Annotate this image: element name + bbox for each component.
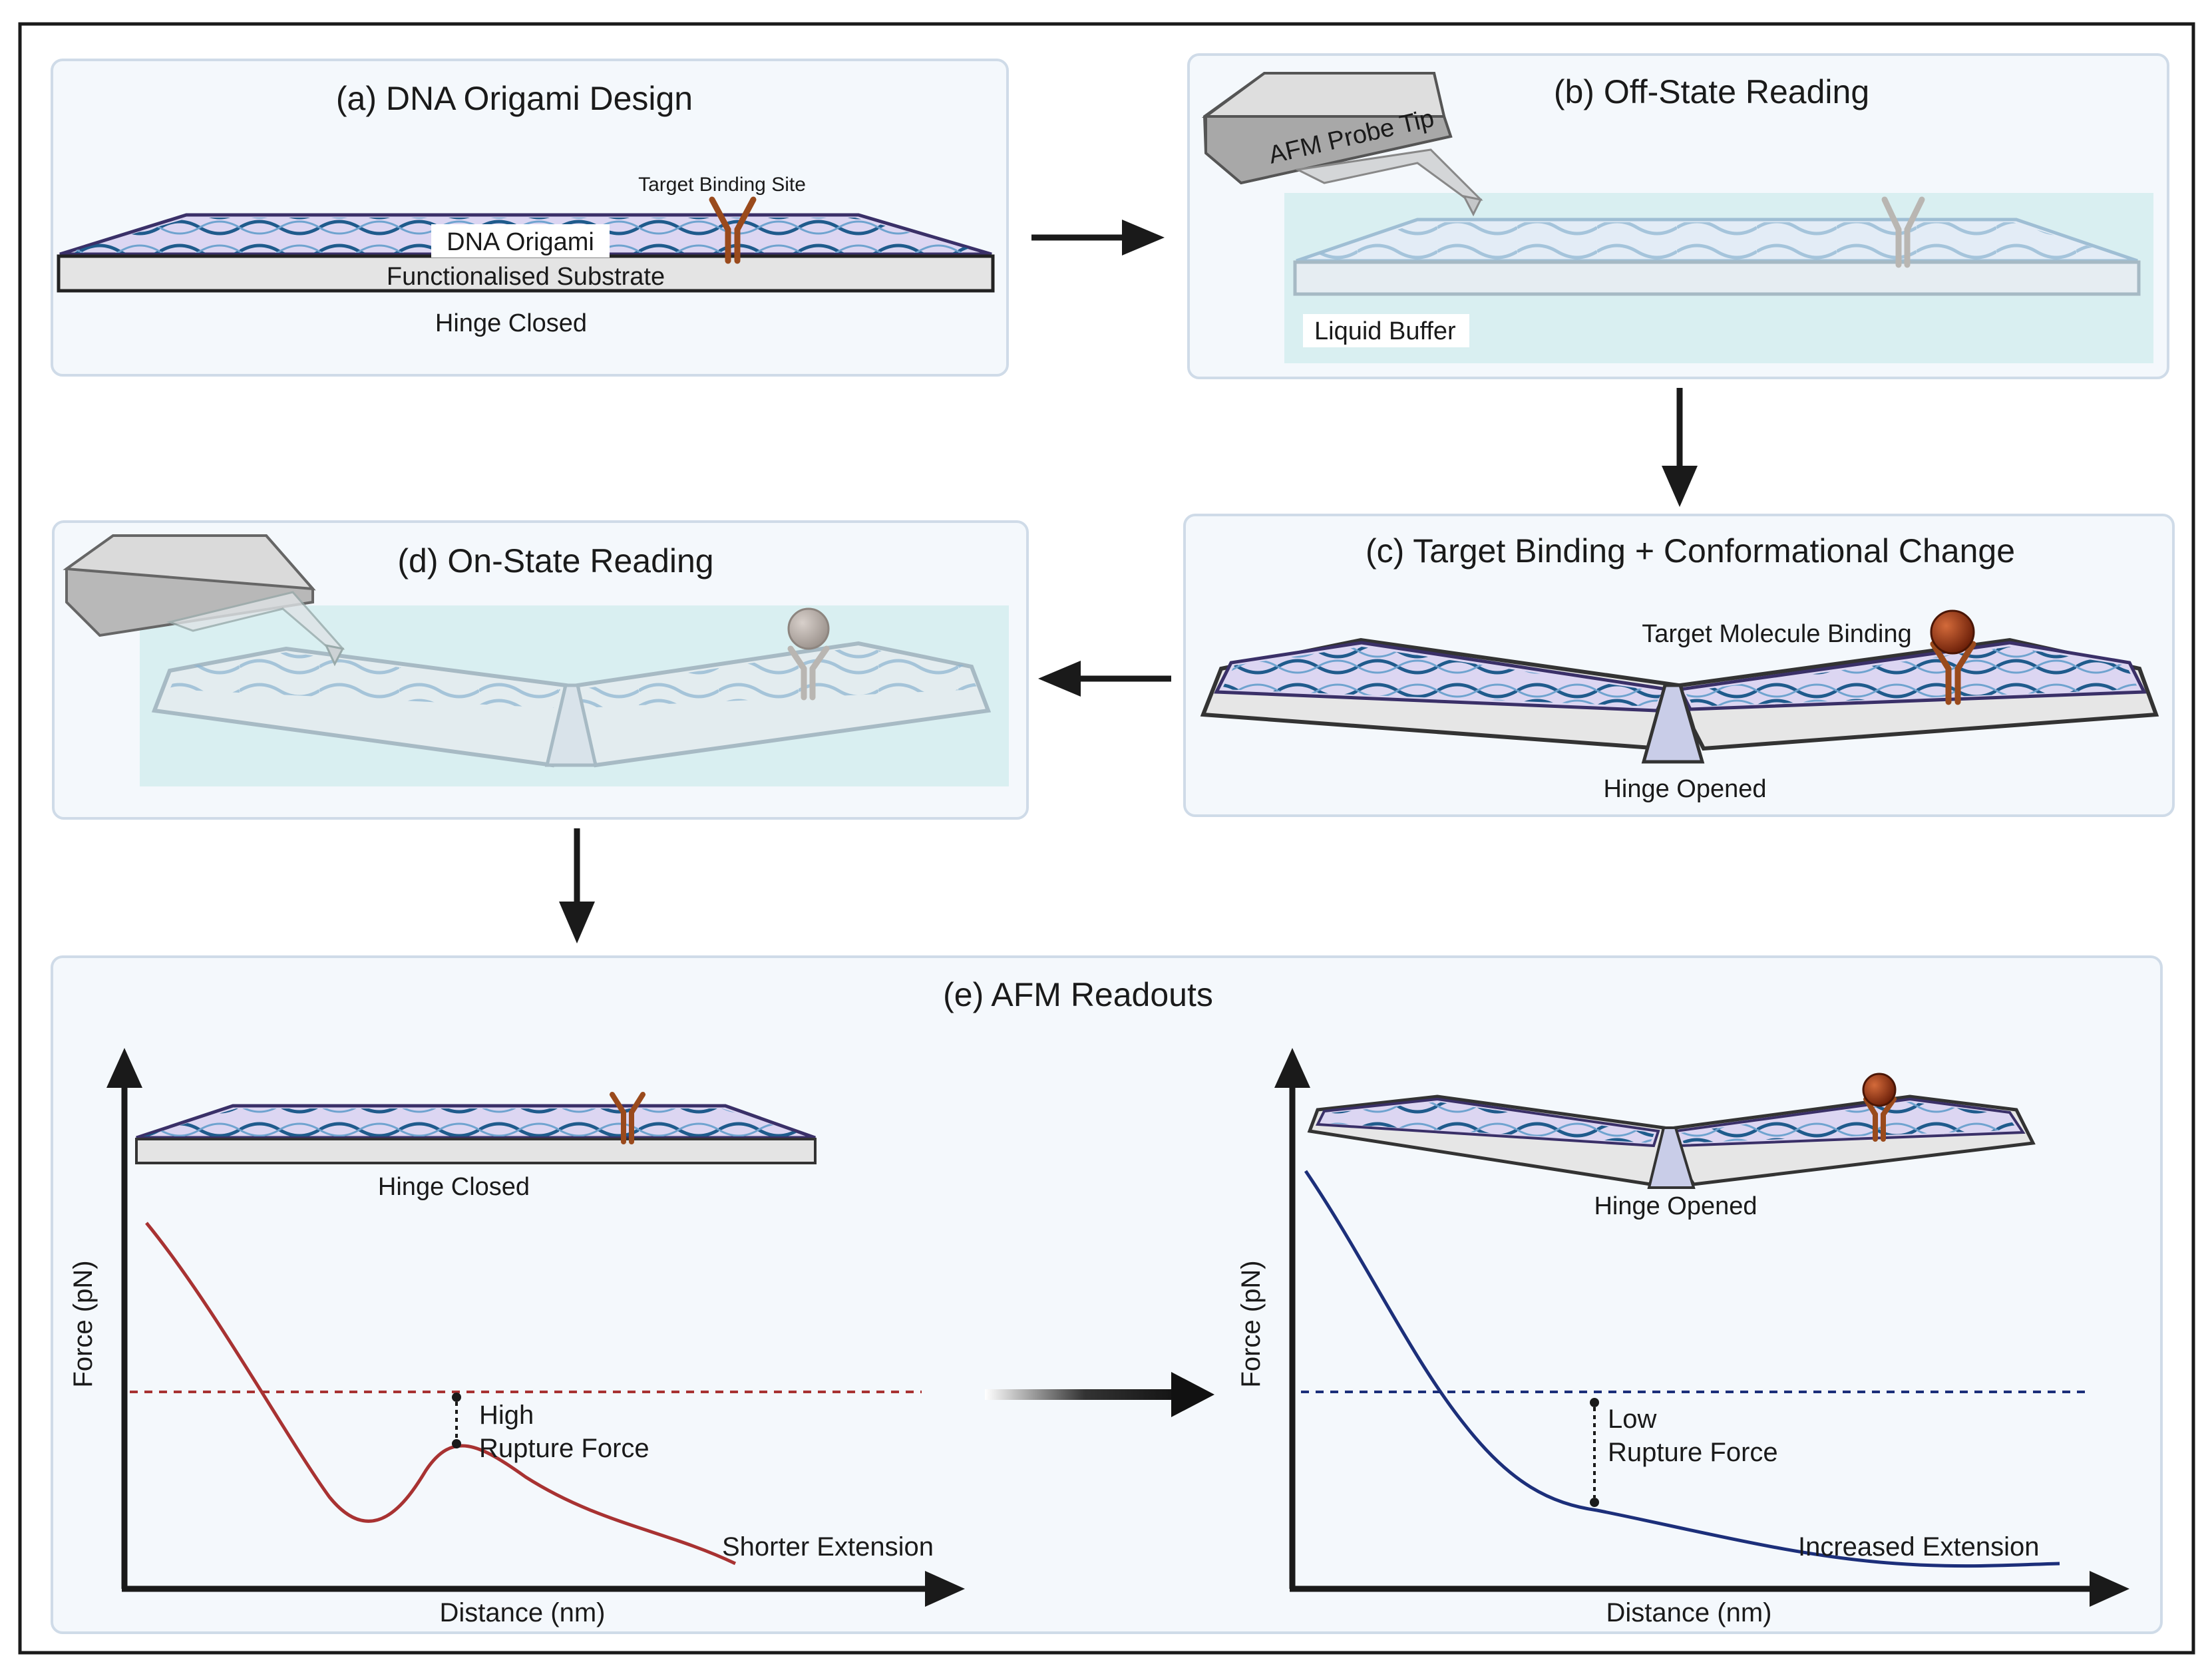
left-state-label: Hinge Closed <box>378 1173 530 1201</box>
right-extension-label: Increased Extension <box>1798 1532 2039 1562</box>
right-y-label: Force (pN) <box>1236 1260 1266 1387</box>
panel-c: (c) Target Binding + Conformational Chan… <box>1183 514 2175 817</box>
afm-probe-icon: AFM Probe Tip <box>1201 72 1483 217</box>
panel-b-title: (b) Off-State Reading <box>1554 73 1869 110</box>
right-rupture-dot-bottom <box>1590 1498 1599 1507</box>
substrate-bar-faded <box>1293 260 2141 296</box>
right-opened-right-waves <box>1680 1102 2018 1143</box>
left-binding-site-icon <box>610 1092 645 1144</box>
left-force-curve <box>145 1222 737 1566</box>
left-force-label-2: Rupture Force <box>479 1434 649 1463</box>
buffer-label: Liquid Buffer <box>1314 317 1456 345</box>
right-rupture-dot-top <box>1590 1398 1599 1407</box>
origami-label: DNA Origami <box>447 228 594 256</box>
left-force-label-1: High <box>479 1401 534 1430</box>
panel-c-box <box>1183 514 2175 817</box>
arrow-closed-to-opened <box>985 1372 1214 1417</box>
right-opened-wedge <box>1647 1126 1696 1189</box>
target-molecule-icon-faded <box>787 607 830 650</box>
panel-c-state-label: Hinge Opened <box>1603 775 1766 803</box>
origami-label-bg <box>431 224 610 257</box>
panel-a-state-label: Hinge Closed <box>435 309 587 337</box>
panel-c-binding-label: Target Molecule Binding <box>1642 620 1912 648</box>
right-force-label-1: Low <box>1608 1405 1656 1434</box>
right-force-label-2: Rupture Force <box>1608 1438 1778 1467</box>
substrate-label: Functionalised Substrate <box>387 263 665 291</box>
bound-binder-icon-faded <box>787 645 830 701</box>
arrow-c-to-d <box>1038 661 1171 697</box>
left-y-label: Force (pN) <box>69 1260 98 1387</box>
right-target-molecule-icon <box>1862 1073 1897 1107</box>
right-force-curve <box>1304 1170 2060 1568</box>
left-rupture-dot-bottom <box>452 1439 461 1448</box>
left-rupture-dot-top <box>452 1393 461 1402</box>
left-x-arrowhead <box>925 1571 965 1607</box>
graph-right: Force (pN) Distance (nm) Hinge Opened <box>1236 1048 2129 1627</box>
binding-site-label: Target Binding Site <box>638 174 806 196</box>
substrate-bar <box>57 254 995 293</box>
right-bound-binder-icon <box>1863 1096 1897 1142</box>
left-closed-substrate <box>135 1138 817 1164</box>
left-y-arrowhead <box>106 1048 142 1088</box>
hinge-right-waves-faded <box>579 647 978 708</box>
binding-site-icon <box>709 196 757 264</box>
hinge-left-waves-faded <box>170 652 560 708</box>
left-closed-waves <box>143 1108 809 1136</box>
panel-e-title: (e) AFM Readouts <box>943 976 1213 1013</box>
arrow-d-to-e <box>559 828 595 943</box>
target-molecule-icon <box>1930 609 1975 655</box>
hinge-left-waves <box>1222 647 1662 707</box>
panel-d: (d) On-State Reading <box>52 520 1029 820</box>
right-state-label: Hinge Opened <box>1594 1192 1757 1220</box>
binding-site-icon-faded <box>1881 196 1925 268</box>
afm-probe-icon-d <box>63 534 345 667</box>
panel-a-title: (a) DNA Origami Design <box>336 80 693 117</box>
graph-left: Force (pN) Distance (nm) Hinge Closed Hi… <box>69 1048 965 1627</box>
right-opened-left-waves <box>1323 1102 1654 1143</box>
right-x-label: Distance (nm) <box>1606 1598 1772 1627</box>
hinge-right-waves <box>1685 647 2139 707</box>
arrow-b-to-c <box>1662 388 1698 507</box>
panel-c-title: (c) Target Binding + Conformational Chan… <box>1366 532 2015 570</box>
right-y-arrowhead <box>1274 1048 1310 1088</box>
right-x-arrowhead <box>2090 1571 2129 1607</box>
arrow-a-to-b <box>1031 220 1165 255</box>
buffer-label-bg <box>1303 314 1469 347</box>
panel-a: (a) DNA Origami Design DNA Origami Funct… <box>51 59 1009 377</box>
hinge-wedge <box>1641 683 1705 764</box>
origami-waves-faded <box>1303 222 2131 259</box>
hinge-wedge-faded <box>544 683 598 767</box>
panel-b: (b) Off-State Reading AFM Probe Tip Liqu… <box>1187 53 2169 379</box>
panel-e: (e) AFM Readouts Force (pN) Distance (nm… <box>51 955 2163 1634</box>
left-extension-label: Shorter Extension <box>722 1532 934 1562</box>
left-x-label: Distance (nm) <box>440 1598 606 1627</box>
bound-binder-icon <box>1930 641 1976 705</box>
panel-e-box <box>51 955 2163 1634</box>
panel-d-title: (d) On-State Reading <box>397 542 713 580</box>
